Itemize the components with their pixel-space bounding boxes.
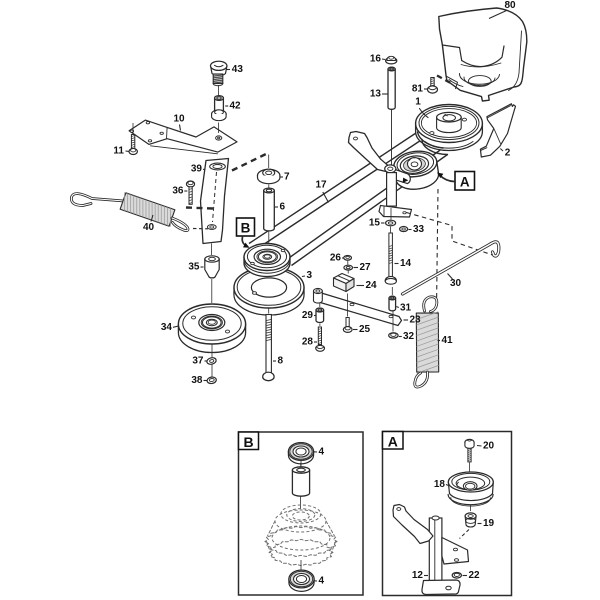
svg-text:42: 42 <box>230 101 242 112</box>
svg-text:28: 28 <box>302 337 314 348</box>
svg-text:A: A <box>388 433 398 449</box>
svg-text:7: 7 <box>284 172 290 183</box>
svg-text:14: 14 <box>400 258 412 269</box>
svg-text:27: 27 <box>360 262 372 273</box>
svg-text:10: 10 <box>173 114 185 125</box>
svg-text:36: 36 <box>172 186 184 197</box>
svg-text:30: 30 <box>450 278 462 289</box>
svg-text:B: B <box>243 434 253 450</box>
svg-text:15: 15 <box>369 218 381 229</box>
svg-text:35: 35 <box>188 262 200 273</box>
svg-text:16: 16 <box>370 54 382 65</box>
svg-text:4: 4 <box>319 576 325 587</box>
svg-text:1: 1 <box>415 97 421 108</box>
svg-text:18: 18 <box>434 479 446 490</box>
svg-text:19: 19 <box>483 518 495 529</box>
svg-text:32: 32 <box>403 331 415 342</box>
svg-text:22: 22 <box>469 570 481 581</box>
svg-text:37: 37 <box>192 356 204 367</box>
svg-text:6: 6 <box>280 202 286 213</box>
svg-text:80: 80 <box>504 0 516 11</box>
svg-text:A: A <box>460 174 470 189</box>
svg-text:40: 40 <box>143 222 155 233</box>
svg-text:23: 23 <box>410 315 422 326</box>
svg-text:B: B <box>241 221 251 236</box>
svg-text:2: 2 <box>505 148 511 159</box>
svg-text:8: 8 <box>278 356 284 367</box>
svg-text:34: 34 <box>161 322 173 333</box>
svg-text:17: 17 <box>315 180 327 191</box>
svg-text:31: 31 <box>400 303 412 314</box>
svg-text:38: 38 <box>191 375 203 386</box>
svg-text:81: 81 <box>412 84 424 95</box>
svg-text:3: 3 <box>307 270 313 281</box>
svg-text:12: 12 <box>412 570 424 581</box>
svg-text:41: 41 <box>442 335 454 346</box>
svg-text:26: 26 <box>330 253 342 264</box>
svg-text:43: 43 <box>232 64 244 75</box>
svg-text:4: 4 <box>319 447 325 458</box>
svg-text:25: 25 <box>359 324 371 335</box>
svg-text:20: 20 <box>483 441 495 452</box>
svg-text:13: 13 <box>370 89 382 100</box>
svg-text:39: 39 <box>191 164 203 175</box>
svg-text:33: 33 <box>413 224 425 235</box>
svg-text:24: 24 <box>366 280 378 291</box>
svg-text:11: 11 <box>113 146 124 157</box>
svg-text:29: 29 <box>302 310 314 321</box>
